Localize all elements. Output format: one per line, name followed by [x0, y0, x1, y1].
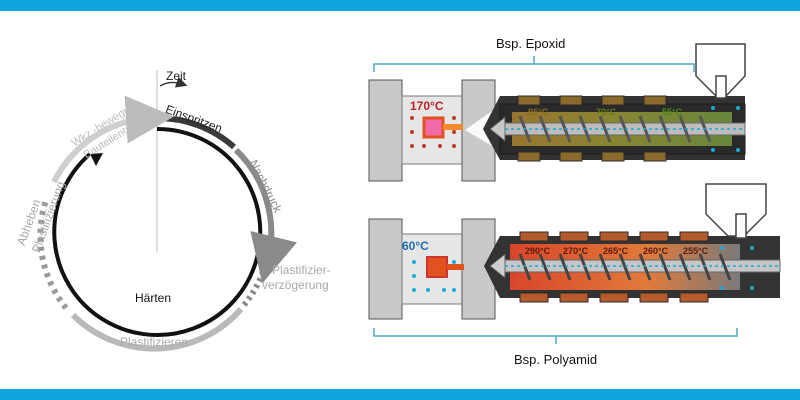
verzoegerung-label: verzögerung: [262, 278, 329, 292]
epoxid-zone-temp-3: 55°C: [662, 107, 683, 117]
verzoegerung-arc: [241, 270, 266, 307]
time-arrow-icon: [159, 76, 188, 88]
epoxid-machine: [368, 43, 746, 182]
nachdruck-arc: [233, 147, 297, 284]
epoxid-cavity: [422, 116, 445, 139]
haerten-circle: [52, 127, 263, 337]
top-banner: [0, 0, 800, 11]
epoxid-title: Bsp. Epoxid: [496, 36, 566, 51]
polyamid-title: Bsp. Polyamid: [514, 352, 598, 367]
plastifizieren-arc: [70, 307, 244, 352]
polyamid-zone-temp-3: 265°C: [603, 246, 629, 256]
haerten-label: Härten: [135, 291, 172, 305]
abheben-arc: [37, 199, 69, 310]
polyamid-cavity: [426, 256, 448, 278]
polyamid-zone-temp-4: 260°C: [643, 246, 669, 256]
wkz-bewegung-arc: [51, 95, 174, 184]
epoxid-zone-temp-1: 95°C: [528, 107, 549, 117]
plastifizier-label: Plastifizier-: [272, 263, 331, 277]
polyamid-zone-temp-5: 255°C: [683, 246, 709, 256]
polyamid-zone-temp-2: 270°C: [563, 246, 589, 256]
haerten-arrow-icon: [90, 153, 103, 166]
time-label: Zeit: [166, 69, 187, 83]
plastifizieren-label: Plastifizieren: [120, 335, 189, 349]
polyamid-machine: [368, 183, 781, 320]
polyamid-mold-temp: 60°C: [402, 239, 429, 253]
epoxid-mold-temp: 170°C: [410, 99, 444, 113]
epoxid-zone-temp-2: 70°C: [596, 107, 617, 117]
bottom-banner: [0, 389, 800, 400]
epoxid-bracket: [373, 63, 695, 72]
polyamid-zone-temp-1: 290°C: [525, 246, 551, 256]
polyamid-bracket: [373, 328, 738, 337]
